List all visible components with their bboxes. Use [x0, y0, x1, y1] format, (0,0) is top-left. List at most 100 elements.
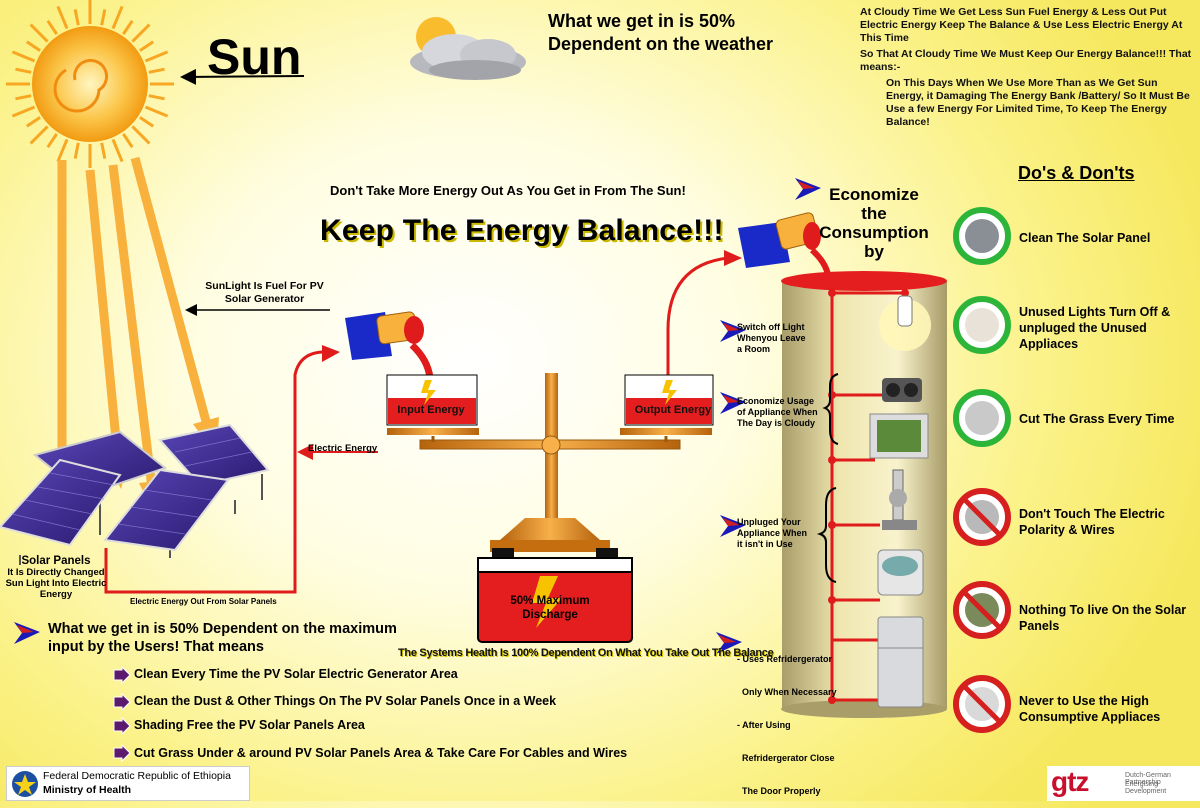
- sun-ray: [122, 19, 134, 35]
- sun-ray: [11, 50, 36, 63]
- pointer-chevron-icon: [716, 632, 742, 654]
- sun-title: Sun: [207, 29, 302, 85]
- input-pouring-hand-icon: [345, 311, 434, 379]
- sun-ray: [46, 19, 58, 35]
- output-energy-label: Output Energy: [634, 404, 712, 416]
- cloudy-note-line1: At Cloudy Time We Get Less Sun Fuel Ener…: [860, 6, 1183, 44]
- weather-heading: What we get in is 50% Dependent on the w…: [548, 11, 774, 54]
- do-check-icon: [953, 207, 1011, 265]
- sun-ray: [15, 67, 32, 74]
- microscope-icon: [882, 469, 917, 530]
- sun-ray: [100, 142, 107, 159]
- dos-donts-title: Do's & Don'ts: [1018, 163, 1135, 183]
- electric-energy-label: Electric Energy: [308, 443, 378, 454]
- ethiopia-emblem-icon: [12, 771, 38, 797]
- pointer-chevron-icon: [720, 515, 746, 537]
- tip-switch-off-light: Switch off Light Whenyou Leave a Room: [737, 322, 806, 355]
- tip-line: The Day is Cloudy: [737, 418, 816, 428]
- electric-out-label: Electric Energy Out From Solar Panels: [130, 597, 277, 606]
- pointer-chevron-icon: [795, 178, 821, 200]
- dont-prohibited-icon: [953, 581, 1011, 639]
- solar-panels-label: Solar Panels It Is Directly Changed Sun …: [2, 555, 110, 600]
- sun-pointer-arrow: [180, 68, 305, 85]
- output-to-consumption-arrow: [666, 256, 729, 383]
- consumption-cylinder: [781, 271, 947, 718]
- dont-prohibited-icon: [953, 488, 1011, 546]
- light-bulb-icon: [879, 295, 931, 351]
- donts-item-polarity: Don't Touch The Electric Polarity & Wire…: [1019, 507, 1165, 537]
- pointer-chevron-icon: [720, 320, 746, 342]
- bullet-shading: Shading Free the PV Solar Panels Area: [134, 718, 365, 732]
- dos-item-lights-off: Unused Lights Turn Off & unpluged the Un…: [1019, 305, 1171, 351]
- ministry-logo-box: Federal Democratic Republic of Ethiopia …: [6, 766, 250, 801]
- bracket-economize: [822, 373, 839, 445]
- user-input-heading: What we get in is 50% Dependent on the m…: [48, 621, 397, 655]
- battery-icon: [477, 548, 633, 643]
- tip-line: of Appliance When: [737, 407, 818, 417]
- sun-ray: [11, 105, 36, 118]
- donts-item-high-consumption: Never to Use the High Consumptive Applia…: [1019, 694, 1161, 724]
- tip-line: a Room: [737, 344, 771, 354]
- sun-ray: [131, 23, 151, 43]
- sun-ray: [56, 138, 69, 163]
- input-energy-label: Input Energy: [397, 404, 465, 416]
- bullet-clean-area: Clean Every Time the PV Solar Electric G…: [134, 667, 458, 681]
- balance-scale-icon: [386, 373, 714, 552]
- tip-economize-usage: Economize Usage of Appliance When The Da…: [737, 396, 818, 429]
- sun-icon: [6, 0, 174, 168]
- sun-ray: [148, 67, 165, 74]
- donts-item-panels: Nothing To live On the Solar Panels: [1019, 603, 1187, 633]
- sun-ray: [29, 23, 49, 43]
- sun-ray: [144, 50, 169, 63]
- sun-ray: [15, 94, 32, 101]
- sun-ray: [131, 125, 151, 145]
- pointer-chevron-icon: [14, 622, 40, 644]
- dos-item-clean-panel: Clean The Solar Panel: [1019, 231, 1151, 245]
- bullet-arrow-icon: [113, 665, 131, 685]
- sun-ray: [73, 9, 80, 26]
- sun-ray: [29, 125, 49, 145]
- tip-line: Switch off Light: [737, 322, 805, 332]
- tip-line: Refridergerator Close: [737, 753, 835, 763]
- bullet-arrow-icon: [113, 716, 131, 736]
- sunlight-fuel-label: SunLight Is Fuel For PV Solar Generator: [205, 280, 324, 305]
- tip-unplug: Unpluged Your Appliance When it isn't in…: [737, 517, 807, 550]
- gtz-logo-box: gtz Dutch-German Partnership Energising …: [1047, 766, 1200, 801]
- tip-line: it isn't in Use: [737, 539, 793, 549]
- sun-ray: [46, 133, 58, 149]
- cloudy-time-note: At Cloudy Time We Get Less Sun Fuel Ener…: [860, 6, 1195, 132]
- tip-line: Whenyou Leave: [737, 333, 806, 343]
- economize-heading: Economize the Consumption by: [819, 185, 929, 261]
- tip-line: Economize Usage: [737, 396, 815, 406]
- sun-ray: [56, 5, 69, 30]
- wire-panels-to-input: [104, 350, 331, 594]
- pointer-icons: [14, 178, 821, 654]
- gov-line1: Federal Democratic Republic of Ethiopia: [43, 770, 231, 782]
- solar-panels-icon: [0, 423, 270, 565]
- centrifuge-icon: [877, 549, 924, 596]
- sun-ray: [139, 40, 155, 52]
- dont-prohibited-icon: [953, 675, 1011, 733]
- tip-line: Unpluged Your: [737, 517, 801, 527]
- refrigerator-icon: [877, 616, 924, 708]
- discharge-label: 50% Maximum Discharge: [510, 595, 590, 621]
- sun-ray: [144, 105, 169, 118]
- gtz-sub1: Dutch-German Partnership: [1125, 772, 1171, 786]
- gtz-sub2: Energising Development: [1125, 781, 1167, 795]
- radio-icon: [882, 378, 922, 402]
- bullet-arrow-icons: [113, 665, 131, 763]
- do-check-icon: [953, 296, 1011, 354]
- bullet-clean-dust: Clean the Dust & Other Things On The PV …: [134, 694, 557, 708]
- sun-ray: [148, 94, 165, 101]
- sun-ray: [73, 142, 80, 159]
- gov-line2: Ministry of Health: [43, 784, 132, 796]
- tip-refrigerator: - Uses Refridergerator Only When Necessa…: [737, 632, 837, 808]
- dont-take-heading: Don't Take More Energy Out As You Get in…: [330, 183, 686, 198]
- bracket-unplug: [816, 487, 837, 583]
- system-health-note: The Systems Health Is 100% Dependent On …: [398, 647, 774, 659]
- sun-ray: [25, 116, 41, 128]
- tip-line: - Uses Refridergerator: [737, 654, 833, 664]
- solar-panels-desc: It Is Directly Changed Sun Light Into El…: [5, 567, 107, 600]
- tv-icon: [869, 413, 929, 459]
